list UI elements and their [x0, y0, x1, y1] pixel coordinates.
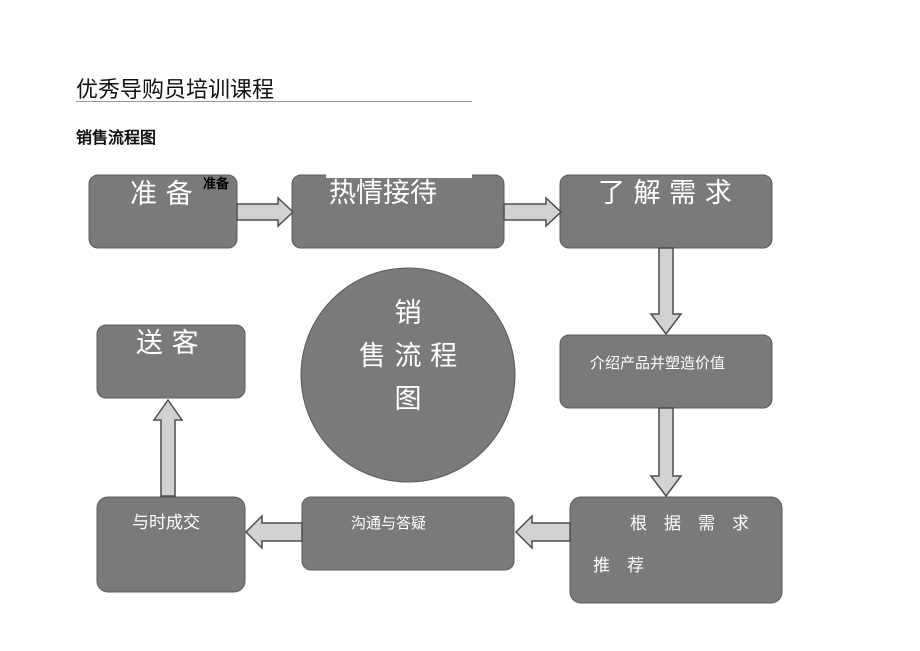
center-label-line3: 图: [395, 384, 422, 415]
step-needs-label: 了 解 需 求: [598, 178, 732, 209]
step-prepare-label: 准 备: [130, 179, 193, 210]
step-greet-label: 热情接待: [329, 178, 437, 209]
document-title: 优秀导购员培训课程: [76, 78, 275, 103]
step-communicate-box: [301, 496, 515, 571]
arrow-communicate-to-close: [244, 514, 303, 550]
center-label-line1: 销: [395, 298, 422, 329]
title-underline: [76, 101, 472, 102]
center-label-line2: 售 流 程: [359, 341, 457, 372]
arrow-recommend-to-communicate: [514, 514, 571, 550]
step-prepare-tag: 准备: [203, 176, 230, 192]
arrow-greet-to-needs: [503, 196, 563, 228]
step-communicate-label: 沟通与答疑: [351, 514, 426, 532]
arrow-needs-to-introduce: [649, 247, 683, 336]
step-farewell-box: [96, 324, 246, 399]
step-close-box: [96, 496, 246, 593]
step-close-label: 与时成交: [132, 513, 200, 533]
step-introduce-label: 介绍产品并塑造价值: [590, 354, 725, 372]
diagram-subtitle: 销售流程图: [76, 128, 157, 147]
step-recommend-box: [569, 496, 783, 604]
arrow-prepare-to-greet: [236, 196, 295, 228]
step-recommend-label-line2: 推 荐: [593, 556, 644, 576]
arrow-introduce-to-recommend: [649, 407, 683, 498]
greet-label-highlight: [326, 172, 472, 178]
step-farewell-label: 送 客: [136, 328, 199, 359]
arrow-close-to-farewell: [152, 398, 184, 497]
step-recommend-label-line1: 根 据 需 求: [630, 514, 749, 534]
center-circle: [300, 267, 516, 483]
